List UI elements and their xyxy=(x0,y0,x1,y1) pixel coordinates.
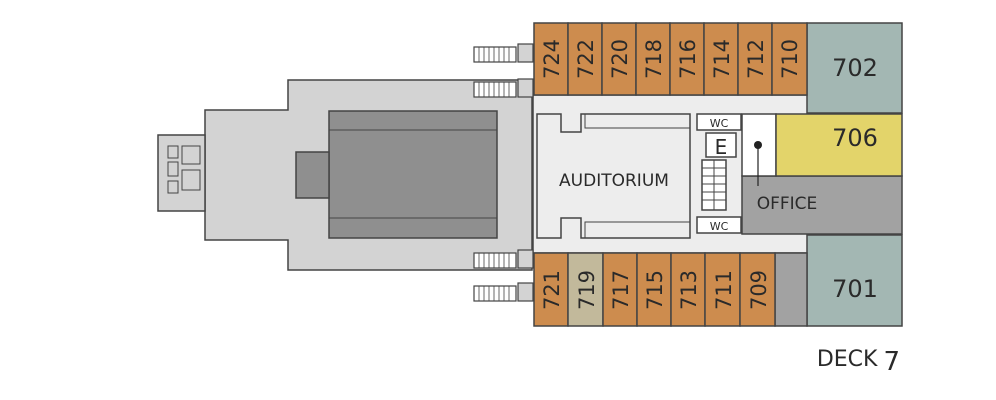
cabin-label-722: 722 xyxy=(574,39,598,79)
cabin-722[interactable] xyxy=(567,22,603,96)
wc-top-room[interactable] xyxy=(696,113,742,131)
cabin-label-720: 720 xyxy=(608,39,632,79)
cabin-label-718: 718 xyxy=(642,39,666,79)
cabin-715[interactable] xyxy=(636,252,672,327)
suite-701-label: 701 xyxy=(832,275,878,303)
cabin-label-721: 721 xyxy=(540,270,564,310)
cabin-label-724: 724 xyxy=(540,39,564,79)
cabin-label-715: 715 xyxy=(643,270,667,310)
cabin-label-719: 719 xyxy=(575,270,599,310)
elevator-shaft[interactable] xyxy=(705,132,737,158)
cabin-706[interactable] xyxy=(775,113,903,177)
elevator-label: E xyxy=(715,135,728,159)
suite-701[interactable] xyxy=(806,234,903,327)
cabin-714[interactable] xyxy=(703,22,739,96)
cabin-717[interactable] xyxy=(602,252,638,327)
suite-702[interactable] xyxy=(806,22,903,114)
office-label: OFFICE xyxy=(757,194,818,214)
deck-word: DECK xyxy=(817,347,878,372)
cabin-710[interactable] xyxy=(771,22,808,96)
bottom-grey-room xyxy=(774,252,808,327)
cabin-719[interactable] xyxy=(567,252,604,327)
suite-702-label: 702 xyxy=(832,54,878,82)
machinery-block xyxy=(328,110,498,239)
cabin-label-717: 717 xyxy=(609,270,633,310)
wc-bottom-room[interactable] xyxy=(696,216,742,234)
cabin-label-714: 714 xyxy=(710,39,734,79)
gangways xyxy=(473,43,534,302)
cabin-711[interactable] xyxy=(704,252,741,327)
cabin-720[interactable] xyxy=(601,22,637,96)
cabin-706-label: 706 xyxy=(832,124,878,152)
wc-top-label: WC xyxy=(710,117,729,130)
cabin-709[interactable] xyxy=(739,252,776,327)
cabin-721[interactable] xyxy=(533,252,569,327)
cabin-label-712: 712 xyxy=(744,39,768,79)
cabin-label-711: 711 xyxy=(712,270,736,310)
cabin-716[interactable] xyxy=(669,22,705,96)
deck-number: 7 xyxy=(883,347,900,377)
auditorium-room xyxy=(536,113,691,239)
cabin-label-713: 713 xyxy=(677,270,701,310)
auditorium-label: AUDITORIUM xyxy=(559,171,669,191)
cabin-label-710: 710 xyxy=(778,39,802,79)
machinery-side xyxy=(295,151,330,199)
cabin-712[interactable] xyxy=(737,22,773,96)
wc-bottom-label: WC xyxy=(710,220,729,233)
cabin-label-716: 716 xyxy=(676,39,700,79)
cabin-label-709: 709 xyxy=(747,270,771,310)
